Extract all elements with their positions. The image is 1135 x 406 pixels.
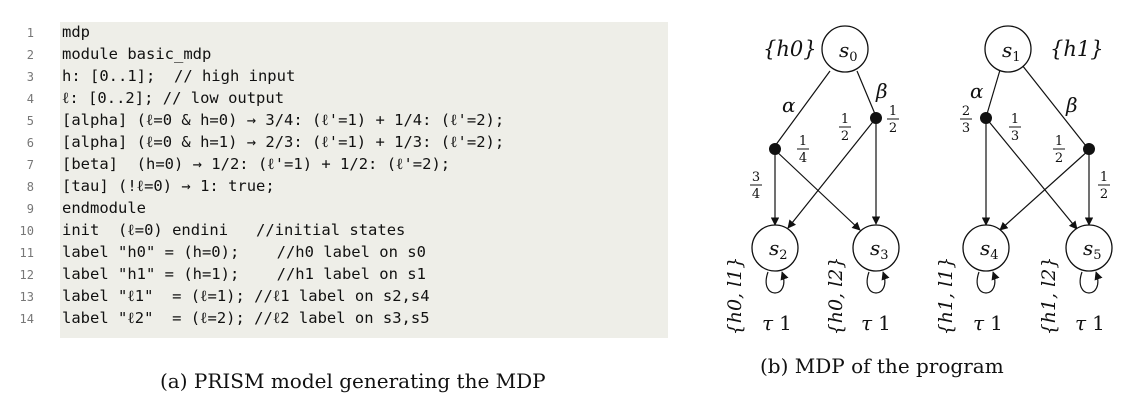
action-beta-s1: β: [1065, 93, 1078, 117]
prob-b0-s3: 1 2: [887, 104, 899, 136]
line-number: 12: [19, 268, 34, 282]
action-alpha-s1: α: [970, 79, 984, 103]
line-number: 10: [19, 224, 34, 238]
code-line: [tau] (!ℓ=0) → 1: true;: [62, 177, 275, 195]
code-panel: [60, 22, 668, 338]
code-line: [alpha] (ℓ=0 & h=0) → 3/4: (ℓ'=1) + 1/4:…: [62, 111, 505, 129]
edge-s0-alpha: [774, 70, 831, 147]
edge-a1-s5: [985, 117, 1078, 230]
svg-text:2: 2: [889, 121, 897, 136]
label-s3: {h0, l2}: [825, 257, 847, 336]
action-alpha-s0: α: [782, 93, 796, 117]
line-number: 4: [26, 92, 34, 106]
svg-text:4: 4: [799, 151, 807, 166]
svg-text:2: 2: [962, 104, 970, 119]
svg-text:1: 1: [889, 104, 897, 119]
line-number: 7: [26, 158, 34, 172]
prob-a0-s2: 3 4: [750, 170, 762, 202]
state-s5-name: s5: [1083, 236, 1102, 263]
svg-text:1: 1: [799, 134, 807, 149]
dot-alpha-s1: [980, 112, 992, 124]
label-s1: {h1}: [1050, 37, 1104, 61]
prob-a0-s3: 1 4: [797, 134, 809, 166]
svg-text:4: 4: [752, 187, 760, 202]
state-s2-name: s2: [769, 236, 788, 263]
svg-text:3: 3: [1011, 129, 1019, 144]
prob-b1-s5: 1 2: [1098, 170, 1110, 202]
code-line: [alpha] (ℓ=0 & h=1) → 2/3: (ℓ'=1) + 1/3:…: [62, 133, 505, 151]
label-s0: {h0}: [763, 37, 817, 61]
caption-b: (b) MDP of the program: [760, 354, 1004, 378]
svg-text:3: 3: [962, 121, 970, 136]
line-number: 1: [26, 26, 34, 40]
line-number: 5: [26, 114, 34, 128]
code-line: [beta] (h=0) → 1/2: (ℓ'=1) + 1/2: (ℓ'=2)…: [62, 155, 451, 173]
action-beta-s0: β: [875, 79, 888, 103]
edge-s1-beta: [1021, 64, 1087, 147]
code-line: label "ℓ2" = (ℓ=2); //ℓ2 label on s3,s5: [62, 309, 430, 327]
svg-text:1: 1: [1100, 170, 1108, 185]
svg-text:1: 1: [841, 112, 849, 127]
line-number: 9: [26, 202, 34, 216]
line-number: 11: [19, 246, 34, 260]
self-loop-s5: [1079, 271, 1103, 294]
dot-beta-s0: [870, 112, 882, 124]
dot-alpha-s0: [769, 143, 781, 155]
label-s4: {h1, l1}: [935, 257, 957, 336]
self-loop-s4: [976, 271, 1000, 294]
prob-b0-s2: 1 2: [839, 112, 851, 144]
code-line: ℓ: [0..2]; // low output: [62, 89, 285, 107]
state-s1-name: s1: [1002, 38, 1021, 65]
self-loop-s3: [866, 271, 890, 294]
svg-text:2: 2: [841, 129, 849, 144]
state-s0: [821, 25, 869, 73]
svg-text:1: 1: [1011, 112, 1019, 127]
svg-text:1: 1: [1055, 134, 1063, 149]
state-s4: [962, 224, 1010, 272]
line-number: 2: [26, 48, 34, 62]
dot-beta-s1: [1083, 143, 1095, 155]
line-number: 13: [19, 290, 34, 304]
line-number: 3: [26, 70, 34, 84]
edge-b1-s4: [999, 149, 1090, 231]
state-s2: [751, 224, 799, 272]
label-s2: {h0, l1}: [724, 257, 746, 336]
line-number: 8: [26, 180, 34, 194]
state-s0-name: s0: [839, 38, 858, 65]
svg-text:2: 2: [1100, 187, 1108, 202]
edge-b0-s2: [787, 117, 877, 229]
code-line: h: [0..1]; // high input: [62, 67, 296, 85]
mdp-diagram: s0 s1 s2 s3 s4 s5 {h0} {h1} {h0, l1} {h0…: [724, 25, 1113, 336]
self-loop-s2: [765, 271, 789, 294]
code-line: module basic_mdp: [62, 45, 212, 63]
line-number: 14: [19, 312, 34, 326]
code-line: mdp: [62, 23, 90, 41]
svg-text:3: 3: [752, 170, 760, 185]
label-s5: {h1, l2}: [1038, 257, 1060, 336]
line-number: 6: [26, 136, 34, 150]
state-s1: [984, 25, 1032, 73]
code-line: endmodule: [62, 199, 146, 217]
prob-a1-s5: 1 3: [1009, 112, 1021, 144]
edge-s0-beta: [856, 70, 876, 115]
code-line: label "h1" = (h=1); //h1 label on s1: [62, 265, 426, 283]
edge-s1-alpha: [986, 69, 1001, 115]
code-line: init (ℓ=0) endini //initial states: [62, 221, 406, 239]
svg-text:2: 2: [1055, 151, 1063, 166]
state-s3-name: s3: [870, 236, 889, 263]
code-line: label "ℓ1" = (ℓ=1); //ℓ1 label on s2,s4: [62, 287, 430, 305]
state-s3: [852, 224, 900, 272]
edge-a0-s3: [774, 149, 861, 231]
caption-a: (a) PRISM model generating the MDP: [160, 369, 546, 393]
state-s4-name: s4: [980, 236, 999, 263]
prob-b1-s4: 1 2: [1053, 134, 1065, 166]
code-line: label "h0" = (h=0); //h0 label on s0: [62, 243, 426, 261]
prob-a1-s4: 2 3: [960, 104, 972, 136]
state-s5: [1065, 224, 1113, 272]
